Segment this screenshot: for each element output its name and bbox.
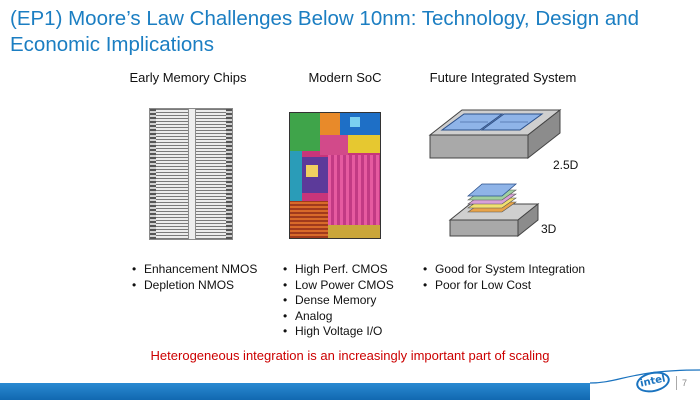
footer-divider (676, 376, 677, 390)
bullet-list-early-memory: Enhancement NMOS Depletion NMOS (132, 262, 257, 293)
bullet-list-modern-soc: High Perf. CMOS Low Power CMOS Dense Mem… (283, 262, 394, 340)
slide-title: (EP1) Moore’s Law Challenges Below 10nm:… (10, 7, 640, 56)
label-3d: 3D (541, 222, 557, 236)
package-2-5d (428, 108, 562, 160)
memory-chip-image (149, 108, 233, 240)
package-3d (448, 183, 540, 238)
heading-modern-soc: Modern SoC (308, 70, 382, 85)
list-item: High Perf. CMOS (283, 262, 394, 278)
list-item: High Voltage I/O (283, 324, 394, 340)
list-item: Poor for Low Cost (423, 278, 585, 294)
memory-chip-spine (188, 109, 196, 239)
list-item: Analog (283, 309, 394, 325)
list-item: Enhancement NMOS (132, 262, 257, 278)
label-2-5d: 2.5D (553, 158, 579, 172)
heading-future-integrated-system: Future Integrated System (429, 70, 577, 85)
footer-swoosh (590, 368, 700, 400)
list-item: Low Power CMOS (283, 278, 394, 294)
list-item: Depletion NMOS (132, 278, 257, 294)
list-item: Good for System Integration (423, 262, 585, 278)
memory-chip-right-edge (226, 109, 232, 239)
tagline: Heterogeneous integration is an increasi… (150, 348, 550, 363)
list-item: Dense Memory (283, 293, 394, 309)
page-number: 7 (682, 378, 688, 388)
integrated-system-diagram (428, 108, 562, 238)
footer-bar (0, 383, 620, 400)
soc-die-image (289, 112, 381, 239)
bullet-list-future-system: Good for System Integration Poor for Low… (423, 262, 585, 293)
memory-chip-left-edge (150, 109, 156, 239)
heading-early-memory-chips: Early Memory Chips (129, 70, 247, 85)
